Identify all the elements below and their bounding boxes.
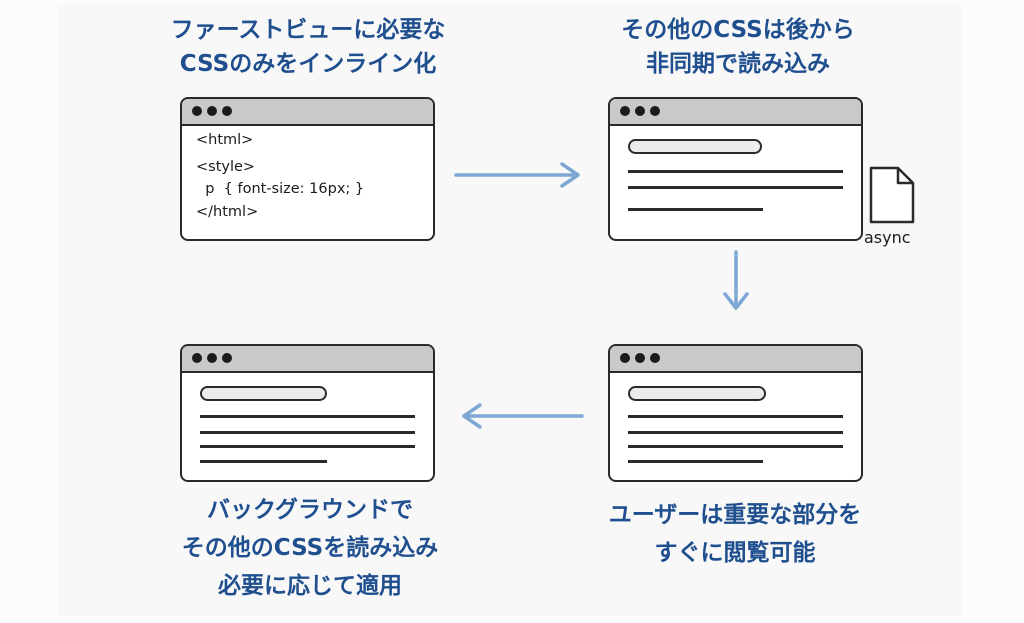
code-line-html-close: </html> <box>196 204 259 220</box>
window-title-bar <box>182 346 433 373</box>
content-placeholder-bar <box>200 386 327 401</box>
step1-caption-line: CSSのみをインライン化 <box>179 51 437 77</box>
text-placeholder-line <box>200 431 415 434</box>
async-label: async <box>864 228 911 247</box>
step1-caption: ファーストビューに必要な CSSのみをインライン化 <box>128 13 488 81</box>
traffic-dots-icon <box>635 353 645 363</box>
traffic-dots-icon <box>222 106 232 116</box>
text-placeholder-line <box>628 445 843 448</box>
text-placeholder-line <box>628 460 763 463</box>
traffic-dots-icon <box>635 106 645 116</box>
step3-caption-line: すぐに閲覧可能 <box>654 540 816 566</box>
traffic-dots-icon <box>620 106 630 116</box>
arrow-icon <box>454 162 580 188</box>
window-title-bar <box>182 99 433 126</box>
arrow-icon <box>723 250 749 310</box>
step4-caption-line: バックグラウンドで <box>206 497 414 523</box>
code-line-css-rule: p { font-size: 16px; } <box>196 181 365 197</box>
step4-caption-line: 必要に応じて適用 <box>218 573 402 599</box>
step2-caption-line: その他のCSSは後から <box>621 17 855 43</box>
traffic-dots-icon <box>192 106 202 116</box>
traffic-dots-icon <box>620 353 630 363</box>
step4-caption: バックグラウンドで その他のCSSを読み込み 必要に応じて適用 <box>140 491 480 605</box>
content-placeholder-bar <box>628 386 766 401</box>
traffic-dots-icon <box>222 353 232 363</box>
window-title-bar <box>610 99 861 126</box>
browser-window-inline-css: <html> <style> p { font-size: 16px; } </… <box>180 97 435 241</box>
text-placeholder-line <box>628 208 763 211</box>
code-line-style: <style> <box>196 159 256 175</box>
text-placeholder-line <box>628 415 843 418</box>
traffic-dots-icon <box>650 106 660 116</box>
window-title-bar <box>610 346 861 373</box>
arrow-icon <box>462 403 584 429</box>
text-placeholder-line <box>628 170 843 173</box>
step2-caption: その他のCSSは後から 非同期で読み込み <box>588 13 888 81</box>
text-placeholder-line <box>200 460 327 463</box>
text-placeholder-line <box>200 445 415 448</box>
traffic-dots-icon <box>192 353 202 363</box>
text-placeholder-line <box>628 186 843 189</box>
content-placeholder-bar <box>628 139 762 154</box>
traffic-dots-icon <box>207 353 217 363</box>
step3-caption-line: ユーザーは重要な部分を <box>608 502 862 528</box>
browser-window-async <box>608 97 863 241</box>
browser-window-user-view <box>608 344 863 482</box>
code-line-html-open: <html> <box>196 132 254 148</box>
traffic-dots-icon <box>650 353 660 363</box>
file-icon <box>869 166 915 224</box>
text-placeholder-line <box>200 415 415 418</box>
step4-caption-line: その他のCSSを読み込み <box>181 535 439 561</box>
step3-caption: ユーザーは重要な部分を すぐに閲覧可能 <box>575 496 895 572</box>
browser-window-background-load <box>180 344 435 482</box>
text-placeholder-line <box>628 431 843 434</box>
step1-caption-line: ファーストビューに必要な <box>170 17 446 43</box>
step2-caption-line: 非同期で読み込み <box>646 51 830 77</box>
traffic-dots-icon <box>207 106 217 116</box>
